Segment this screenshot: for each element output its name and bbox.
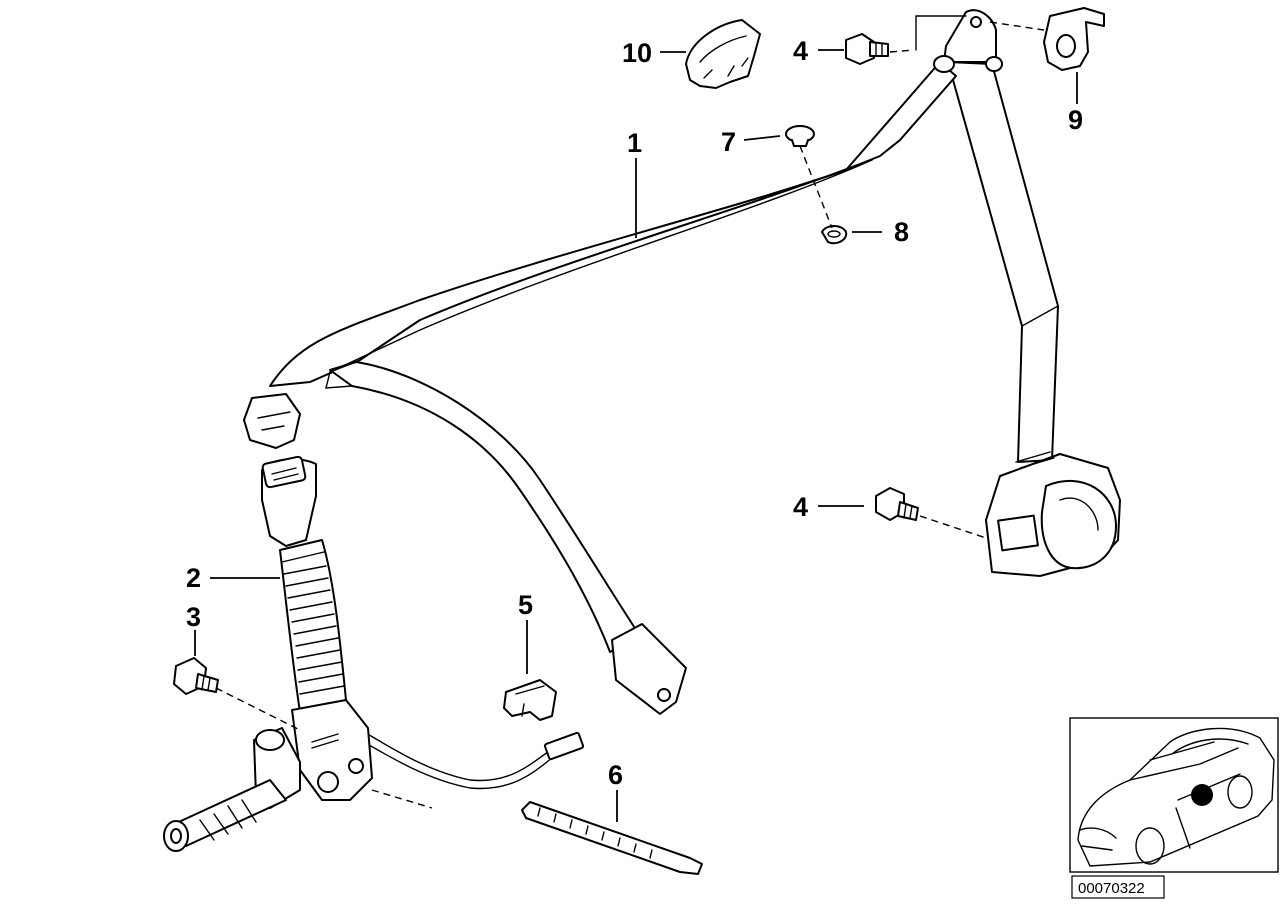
callout-8[interactable]: 8 (894, 217, 909, 247)
assembly-lines (215, 15, 1045, 809)
part-6-cable-tie[interactable] (521, 801, 703, 875)
callout-4-lower[interactable]: 4 (793, 492, 808, 522)
part-8-stop-button[interactable] (821, 225, 848, 245)
part-4-bolt-upper[interactable] (845, 33, 889, 65)
part-1-seat-belt-webbing[interactable] (243, 9, 1121, 715)
callout-6[interactable]: 6 (608, 760, 623, 790)
callout-7[interactable]: 7 (721, 127, 736, 157)
part-2-buckle-assembly[interactable] (163, 455, 585, 852)
callout-1[interactable]: 1 (627, 128, 642, 158)
locator-position-marker (1191, 784, 1213, 806)
part-5-clip[interactable] (503, 679, 557, 721)
part-3-bolt[interactable] (173, 657, 219, 695)
callout-3[interactable]: 3 (186, 602, 201, 632)
reference-code-box: 00070322 (1071, 875, 1165, 899)
car-position-icon (1077, 727, 1275, 867)
reference-code: 00070322 (1078, 880, 1145, 897)
part-9-clip-nut[interactable] (1043, 7, 1105, 71)
callout-10[interactable]: 10 (622, 38, 652, 68)
callout-2[interactable]: 2 (186, 563, 201, 593)
callout-4-upper[interactable]: 4 (793, 36, 808, 66)
callout-5[interactable]: 5 (518, 590, 533, 620)
part-4-bolt-lower[interactable] (875, 487, 919, 521)
locator-thumbnail (1069, 717, 1279, 873)
part-10-cover[interactable] (685, 19, 761, 89)
callout-9[interactable]: 9 (1068, 105, 1083, 135)
leader-lines (194, 49, 1078, 822)
part-7-cap[interactable] (785, 125, 815, 147)
